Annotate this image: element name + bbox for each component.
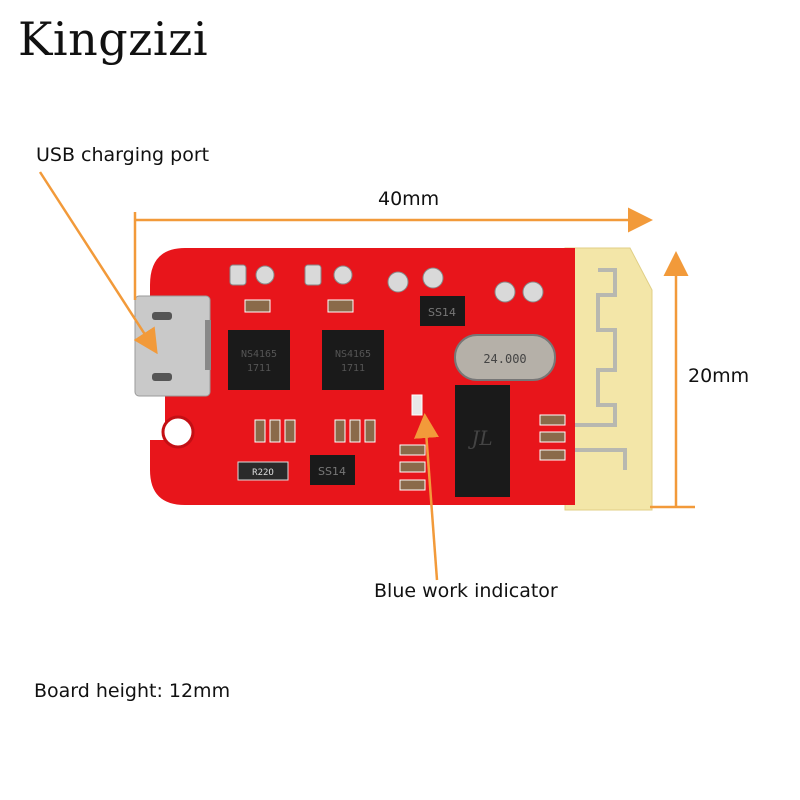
solder-pads [229, 264, 544, 303]
amp-chip-1-line1: NS4165 [241, 349, 277, 360]
antenna-substrate [564, 247, 653, 511]
board-height-label: Board height: 12mm [34, 680, 231, 702]
amp-chip-2-line1: NS4165 [335, 349, 371, 360]
resistor: R22O [237, 461, 289, 481]
diode-top: SS14 [420, 296, 465, 326]
width-label: 40mm [378, 188, 440, 210]
dimension-lines [38, 171, 695, 581]
amp-chip-2-line2: 1711 [341, 363, 365, 374]
crystal: 24.000 [454, 334, 556, 381]
svg-text:SS14: SS14 [428, 306, 456, 319]
antenna-trace [575, 268, 627, 470]
amp-chip-1-line2: 1711 [247, 363, 271, 374]
height-label: 20mm [688, 365, 750, 387]
bluetooth-ic: JL [455, 385, 510, 497]
diode-bottom: SS14 [310, 455, 355, 485]
svg-text:24.000: 24.000 [483, 352, 526, 366]
blue-led [411, 394, 423, 416]
usb-port-label: USB charging port [36, 144, 210, 166]
amp-chip-1: NS4165 1711 [228, 330, 290, 390]
mount-hole [161, 415, 195, 449]
svg-text:SS14: SS14 [318, 465, 346, 478]
svg-text:JL: JL [467, 426, 492, 450]
indicator-label: Blue work indicator [374, 580, 558, 602]
amp-chip-2: NS4165 1711 [322, 330, 384, 390]
svg-text:R22O: R22O [252, 468, 274, 478]
brand-logo: Kingzizi [18, 12, 209, 66]
usb-port [134, 295, 211, 397]
